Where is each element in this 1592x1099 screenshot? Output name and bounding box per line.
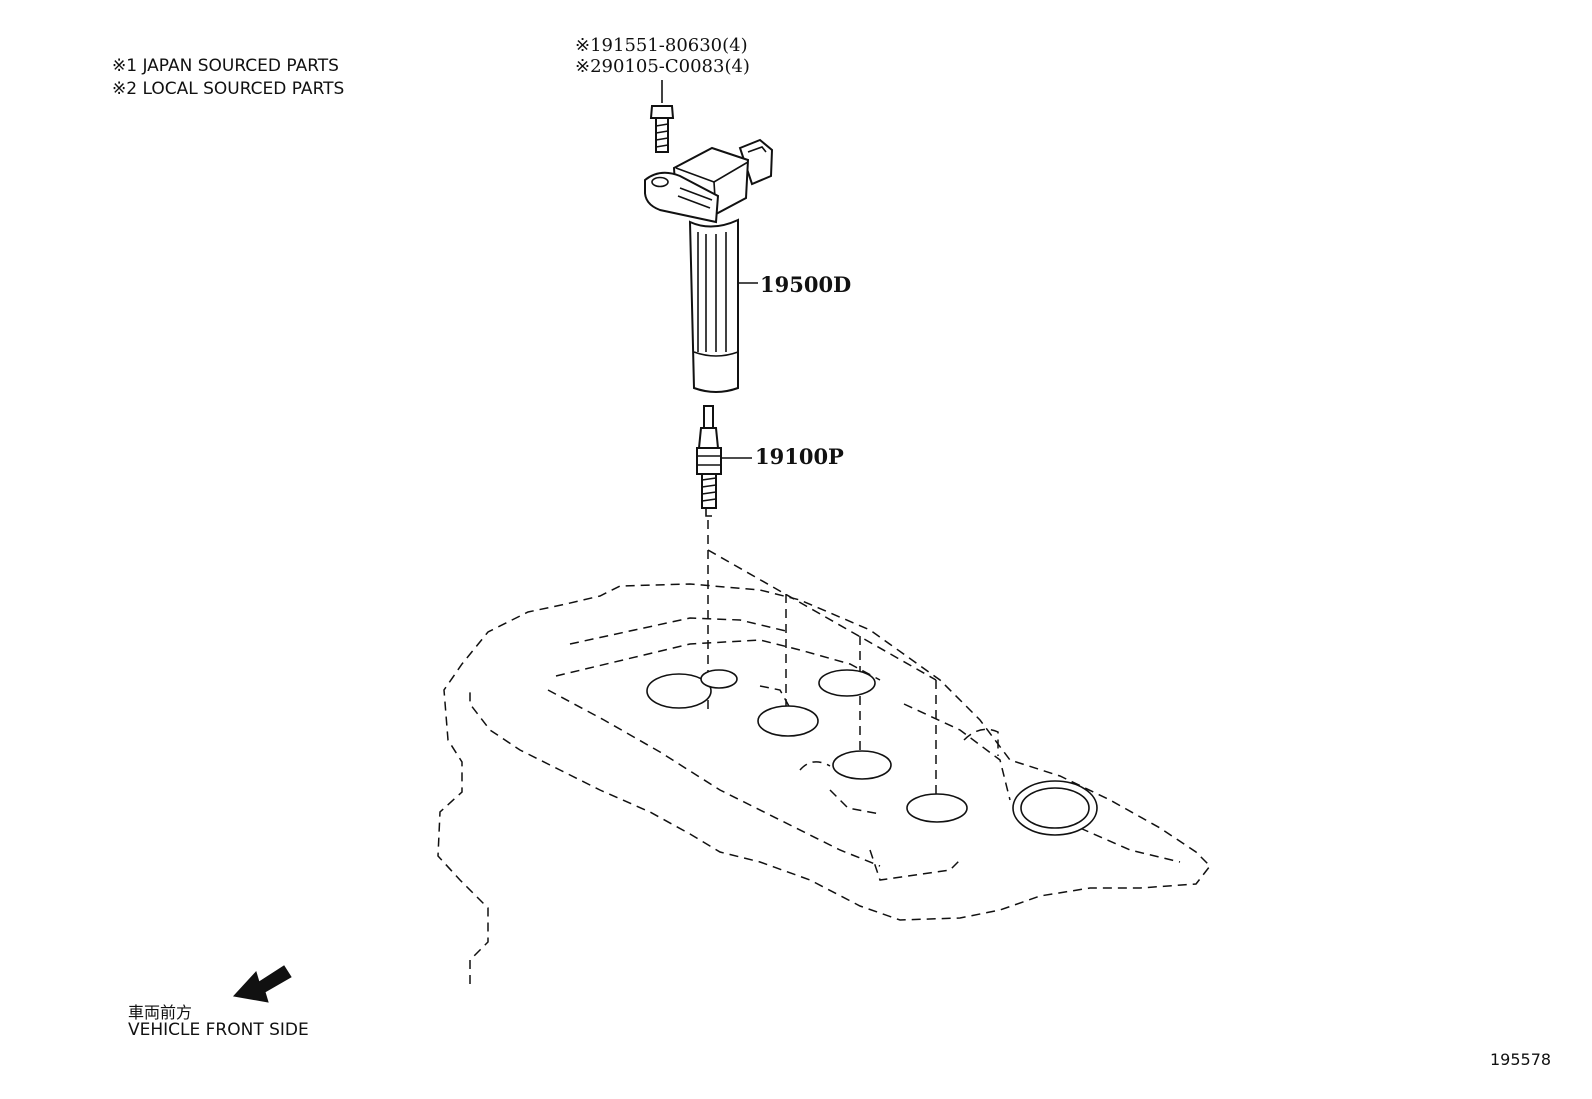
vehicle-front-arrow-icon	[233, 965, 292, 1003]
direction-label-japanese: 車両前方	[128, 1003, 193, 1022]
figure-id: 195578	[1490, 1050, 1552, 1069]
callout-ignition-coil: 19500D	[760, 272, 852, 297]
ignition-coil	[643, 138, 774, 393]
alignment-lines	[707, 520, 937, 806]
bolt-part-number-local: ※290105-C0083(4)	[575, 56, 750, 77]
callout-spark-plug: 19100P	[755, 444, 844, 469]
cylinder-head	[437, 583, 1211, 984]
note-local-sourced: ※2 LOCAL SOURCED PARTS	[112, 79, 345, 99]
bolt	[649, 80, 675, 153]
direction-label-english: VEHICLE FRONT SIDE	[128, 1020, 309, 1040]
bolt-part-number-japan: ※191551-80630(4)	[575, 35, 748, 56]
note-japan-sourced: ※1 JAPAN SOURCED PARTS	[112, 56, 339, 76]
spark-plug	[696, 405, 752, 517]
